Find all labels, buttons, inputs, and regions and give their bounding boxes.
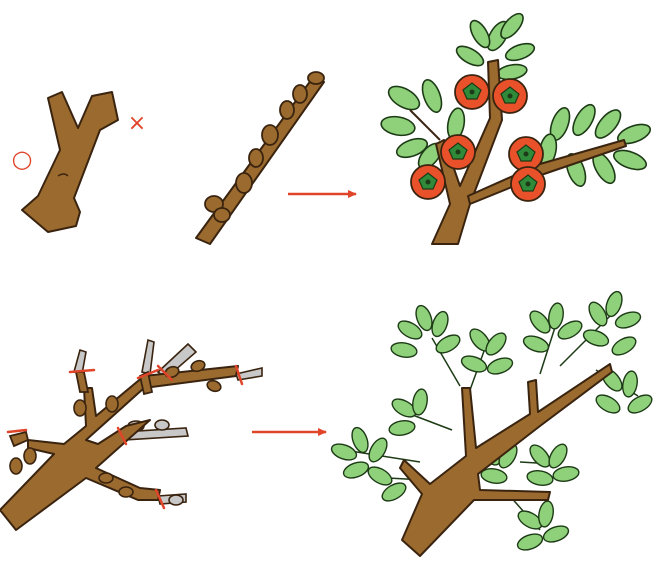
bud [74, 400, 86, 416]
persimmon-fruit [441, 135, 475, 169]
leaf [411, 388, 429, 416]
leaf [537, 500, 555, 528]
persimmon-fruit [411, 165, 445, 199]
branch-stub [22, 92, 118, 232]
bud [99, 473, 113, 483]
leaf [611, 147, 648, 174]
pruned-bud [169, 495, 183, 505]
bud [106, 396, 118, 412]
branch-pruning-after [329, 289, 653, 556]
incorrect-cut-mark: × [128, 111, 146, 136]
leaf [621, 370, 639, 398]
persimmon-fruit [511, 167, 545, 201]
leaf-cluster [329, 289, 653, 553]
cut-mark [8, 430, 26, 432]
persimmon-fruit [509, 137, 543, 171]
bud [262, 125, 278, 145]
fruiting-shoot-after [380, 10, 653, 244]
leaf [419, 77, 446, 114]
bud [214, 208, 230, 222]
leaf [341, 459, 370, 481]
leaf [485, 355, 514, 377]
bud [280, 101, 294, 119]
leaf [459, 353, 488, 375]
leaf [385, 82, 423, 115]
leaf [593, 391, 623, 416]
persimmon-fruit [493, 79, 527, 113]
leaf [365, 463, 395, 488]
pruning-cut-comparison: ○ × [12, 92, 147, 232]
bud [236, 173, 252, 193]
bud [206, 379, 223, 393]
bud [293, 85, 307, 103]
bud [308, 72, 324, 84]
short-shoot [76, 372, 88, 392]
leaf [547, 302, 565, 330]
main-trunk [0, 366, 238, 530]
leaf [365, 435, 390, 465]
bud [249, 149, 263, 167]
correct-cut-mark: ○ [12, 145, 33, 173]
leaf [521, 333, 550, 355]
leaf [429, 309, 451, 338]
leaf [581, 327, 610, 349]
leaf [390, 341, 418, 359]
leaf [388, 419, 416, 437]
bud [24, 448, 36, 464]
bud [10, 458, 22, 474]
leaf [504, 40, 537, 63]
bud [119, 487, 133, 497]
side-twig [10, 432, 28, 446]
branch-pruning-before [0, 340, 262, 530]
leaf [609, 333, 639, 358]
pruned-shoot [142, 340, 154, 374]
cut-mark [70, 370, 94, 372]
pruned-bud [155, 420, 169, 430]
leaf [380, 114, 417, 138]
fruiting-shoot-before [196, 72, 324, 244]
leaf [515, 531, 544, 553]
persimmon-fruit [455, 75, 489, 109]
leaf [526, 469, 554, 487]
